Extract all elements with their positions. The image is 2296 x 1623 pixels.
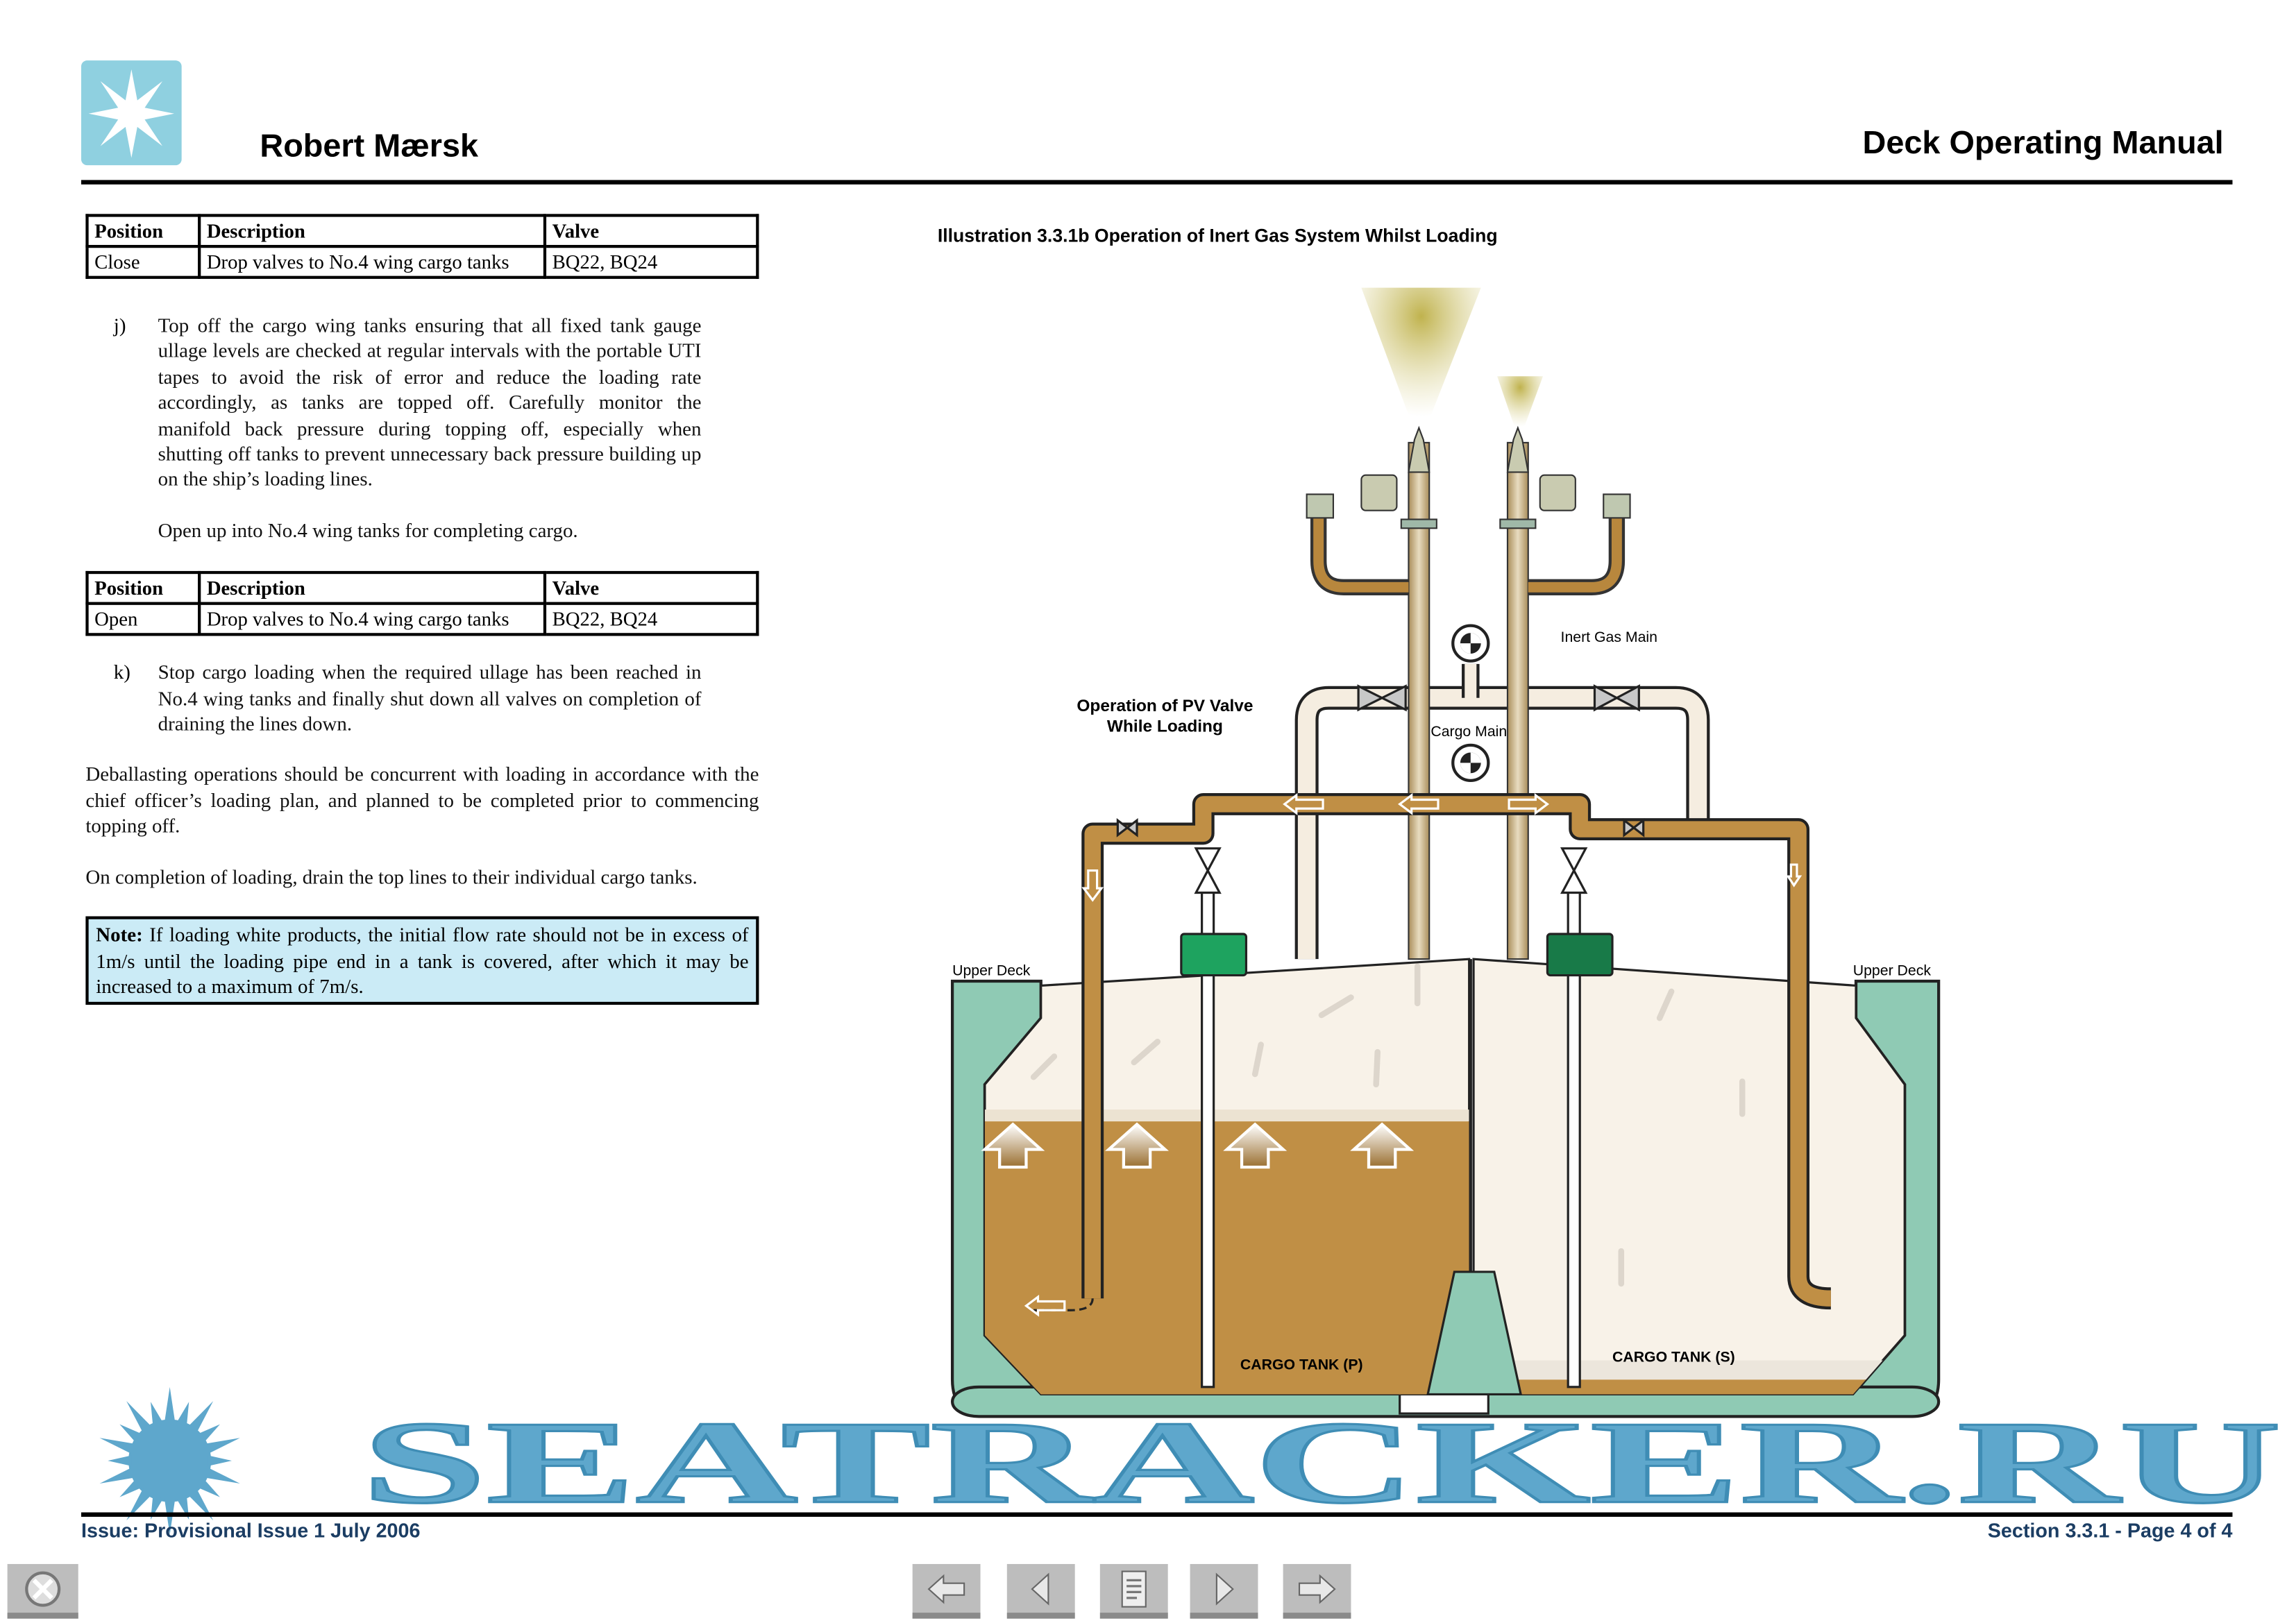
exit-icon	[25, 1570, 61, 1606]
deballasting-paragraph: Deballasting operations should be concur…	[85, 763, 759, 838]
header-rule	[81, 180, 2233, 185]
sun-ray	[197, 1424, 220, 1443]
cell-description: Drop valves to No.4 wing cargo tanks	[198, 244, 547, 279]
sun-ray	[176, 1402, 189, 1427]
arrow-right-large-icon	[1298, 1573, 1336, 1604]
step-k-marker: k)	[113, 661, 130, 684]
cargo-rising-arrows	[981, 1122, 1415, 1169]
header-valve: Valve	[543, 571, 759, 606]
vent-plume-large	[1361, 287, 1481, 431]
table-row: Close Drop valves to No.4 wing cargo tan…	[85, 244, 759, 279]
footer-rule	[81, 1512, 2233, 1517]
first-page-button[interactable]	[912, 1563, 981, 1619]
label-cargo-tank-s: CARGO TANK (S)	[1612, 1349, 1735, 1366]
last-page-button[interactable]	[1283, 1563, 1351, 1619]
note-text: If loading white products, the initial f…	[96, 924, 749, 998]
step-j-text: Top off the cargo wing tanks ensuring th…	[158, 314, 702, 491]
pressure-gauge-icon	[1451, 624, 1490, 663]
label-pv-valve-2: While Loading	[1107, 717, 1223, 736]
sun-ray	[99, 1467, 135, 1484]
issue-text: Issue: Provisional Issue 1 July 2006	[81, 1520, 421, 1543]
manual-title: Deck Operating Manual	[1862, 124, 2224, 161]
table-header-row: Position Description Valve	[85, 571, 759, 606]
table-header-row: Position Description Valve	[85, 214, 759, 248]
pressure-gauge-icon	[1451, 743, 1490, 782]
vessel-name: Robert Mærsk	[260, 126, 479, 164]
header-valve: Valve	[543, 214, 759, 248]
cell-description: Drop valves to No.4 wing cargo tanks	[198, 602, 547, 637]
note-label: Note:	[96, 924, 143, 946]
sun-ray	[126, 1401, 152, 1434]
sun-ray	[187, 1401, 214, 1434]
contents-button[interactable]	[1099, 1563, 1168, 1619]
exit-button[interactable]	[7, 1563, 78, 1619]
drop-cap-s	[1546, 933, 1614, 977]
sun-ray	[119, 1424, 142, 1443]
label-cargo-main: Cargo Main	[1430, 723, 1507, 740]
sun-ray	[119, 1479, 142, 1497]
valve-table-close: Position Description Valve Close Drop va…	[85, 214, 759, 279]
previous-page-button[interactable]	[1006, 1563, 1075, 1619]
sun-ray	[151, 1402, 164, 1427]
document-icon	[1121, 1570, 1147, 1607]
center-bulkhead-support	[1426, 1271, 1523, 1396]
step-k: k) Stop cargo loading when the required …	[114, 660, 702, 737]
section-page-text: Section 3.3.1 - Page 4 of 4	[1987, 1520, 2233, 1543]
label-pv-valve-1: Operation of PV Valve	[1077, 697, 1253, 715]
gas-flow-arrows	[1030, 963, 1746, 1287]
header-description: Description	[198, 571, 547, 606]
cell-position: Close	[85, 244, 201, 279]
sun-ray	[99, 1438, 135, 1454]
cell-valve: BQ22, BQ24	[543, 602, 759, 637]
label-upper-deck-right: Upper Deck	[1853, 962, 1932, 979]
vent-risers	[1306, 425, 1631, 960]
cargo-level-s	[1474, 1379, 1905, 1395]
table-row: Open Drop valves to No.4 wing cargo tank…	[85, 602, 759, 637]
sun-ray	[204, 1467, 240, 1484]
seatracker-watermark: SEATRACKER.RU	[99, 1386, 2282, 1535]
vent-plume-small	[1497, 376, 1544, 433]
inert-gas-main-pipe	[1294, 663, 1710, 960]
watermark-text: SEATRACKER.RU	[362, 1397, 2281, 1528]
cell-valve: BQ22, BQ24	[543, 244, 759, 279]
illustration-title: Illustration 3.3.1b Operation of Inert G…	[937, 226, 1498, 247]
sun-ray	[197, 1479, 220, 1497]
arrow-left-large-icon	[927, 1573, 965, 1604]
label-cargo-tank-p: CARGO TANK (P)	[1240, 1356, 1363, 1373]
sun-ray	[164, 1386, 176, 1423]
cell-position: Open	[85, 602, 201, 637]
label-upper-deck-left: Upper Deck	[952, 962, 1031, 979]
text-column: Position Description Valve Close Drop va…	[85, 214, 759, 1005]
next-page-button[interactable]	[1190, 1563, 1258, 1619]
cargo-tank-s	[1472, 958, 1906, 1396]
drop-cap-p	[1180, 933, 1248, 977]
step-k-text: Stop cargo loading when the required ull…	[158, 661, 702, 736]
step-j-followup: Open up into No.4 wing tanks for complet…	[158, 519, 578, 542]
header-position: Position	[85, 214, 201, 248]
cargo-level-p	[984, 1121, 1469, 1395]
note-box: Note: If loading white products, the ini…	[85, 916, 759, 1005]
label-inert-gas-main: Inert Gas Main	[1561, 629, 1657, 645]
sun-ray	[208, 1455, 232, 1466]
completion-paragraph: On completion of loading, drain the top …	[85, 865, 698, 888]
flow-direction-arrows	[1024, 792, 1803, 1317]
cargo-main-pipe	[1033, 792, 1832, 1311]
step-j: j) Top off the cargo wing tanks ensuring…	[114, 313, 702, 493]
chevron-right-icon	[1215, 1572, 1234, 1605]
maersk-star-logo-icon	[81, 60, 182, 166]
valve-table-open: Position Description Valve Open Drop val…	[85, 571, 759, 637]
sun-ray	[204, 1438, 240, 1454]
chevron-left-icon	[1031, 1572, 1049, 1605]
step-j-marker: j)	[113, 314, 126, 337]
inert-gas-valve-icon	[1357, 684, 1640, 712]
sun-ray	[108, 1455, 132, 1466]
header-position: Position	[85, 571, 201, 606]
header-description: Description	[198, 214, 547, 248]
drop-lines	[1116, 818, 1645, 1388]
